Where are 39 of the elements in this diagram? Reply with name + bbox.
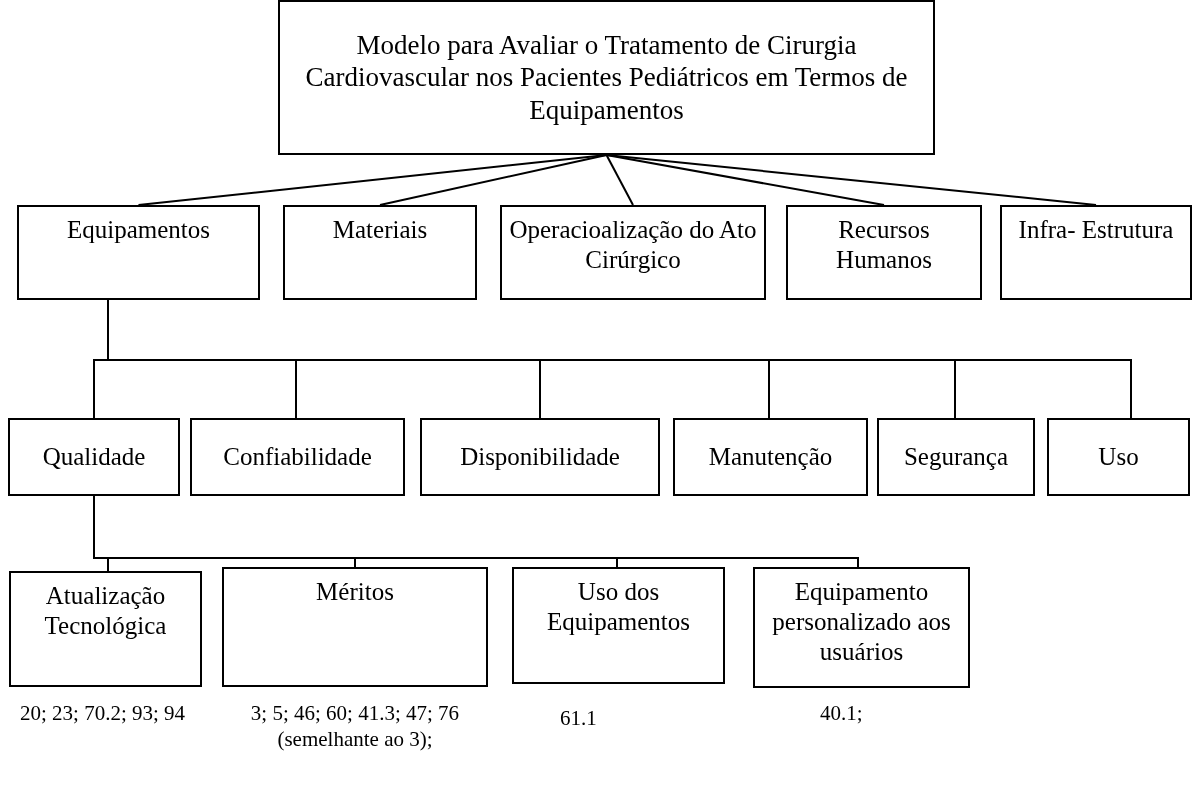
node-label: Méritos	[316, 577, 394, 607]
category-box	[877, 418, 1035, 496]
node-label: Uso	[1098, 442, 1139, 472]
node-label: Disponibilidade	[460, 442, 620, 472]
node-label: Manutenção	[708, 442, 833, 472]
category-box	[8, 418, 180, 496]
reference-numbers: 20; 23; 70.2; 93; 94	[20, 700, 187, 727]
node-label: Qualidade	[42, 442, 146, 472]
node-label: Equipamentos	[67, 215, 210, 245]
node-label: Operacioalização do Ato Cirúrgico	[508, 215, 758, 275]
category-box	[1047, 418, 1190, 496]
title-box	[278, 0, 935, 155]
category-box	[753, 567, 970, 688]
category-box	[500, 205, 766, 300]
node-label: Materiais	[332, 215, 428, 245]
connector-line	[379, 154, 608, 206]
connector-line	[605, 154, 634, 206]
node-label: Infra- Estrutura	[1018, 215, 1174, 245]
connector-line	[605, 154, 1097, 206]
category-box	[222, 567, 488, 687]
node-label: Recursos Humanos	[835, 215, 933, 275]
category-box	[9, 571, 202, 687]
category-box	[420, 418, 660, 496]
node-label: Confiabilidade	[223, 442, 372, 472]
node-label: Uso dos Equipamentos	[546, 577, 691, 637]
node-label: Equipamento personalizado aos usuários	[771, 577, 952, 667]
category-box	[17, 205, 260, 300]
category-box	[673, 418, 868, 496]
node-label: Segurança	[903, 442, 1009, 472]
category-box	[283, 205, 477, 300]
node-label: Atualização Tecnológica	[43, 581, 168, 641]
reference-numbers: 40.1;	[820, 700, 864, 727]
reference-numbers: 61.1	[560, 705, 598, 732]
category-box	[190, 418, 405, 496]
category-box	[786, 205, 982, 300]
reference-numbers: 3; 5; 46; 60; 41.3; 47; 76 (semelhante ao 3);	[249, 700, 461, 753]
category-box	[512, 567, 725, 684]
category-box	[1000, 205, 1192, 300]
node-label: Modelo para Avaliar o Tratamento de Cirurgia Cardiovascular nos Pacientes Pediátricos em Termos de Equipamentos	[304, 28, 909, 127]
